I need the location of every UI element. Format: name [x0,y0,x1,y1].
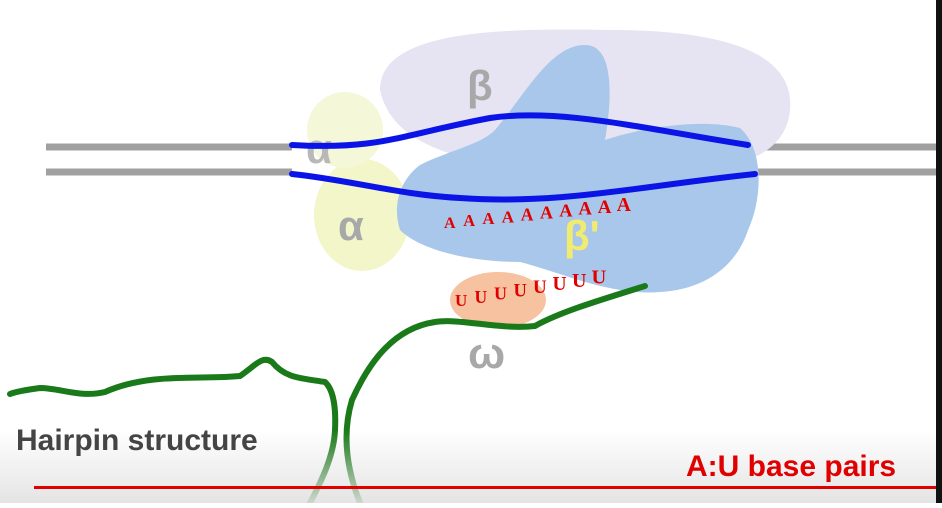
dna-template-strand [289,171,758,203]
right-edge-bar [936,0,942,503]
rna-transcript [343,283,648,506]
dna-base-letter: A [578,199,592,220]
dna-nontemplate-strand [289,112,751,149]
dna-base-letter: A [502,207,515,226]
rna-hairpin-strand [7,356,339,506]
dna-base-letter: A [444,215,456,232]
rna-base-letter: U [475,287,488,307]
bottom-shading [0,430,936,503]
rna-base-letter: U [572,270,586,292]
dna-base-letter: A [540,203,553,223]
rna-base-letter: U [455,291,467,310]
beta-prime-subunit [396,45,759,293]
caption-underline [34,486,936,489]
rna-base-letter: U [592,267,607,289]
rna-base-letter: U [533,277,547,298]
rna-base-letter: U [553,274,567,295]
hairpin-caption: Hairpin structure [16,424,258,457]
beta-prime-label: β' [564,212,600,259]
alpha-subunit-top [307,92,383,168]
dna-base-letter: A [617,195,631,216]
omega-subunit [450,272,546,328]
rna-base-letter: U [494,284,507,304]
dna-base-letter: A [463,211,475,230]
dna-base-letter: A [521,204,534,224]
base-pairs-caption: A:U base pairs [686,450,897,483]
beta-label: β [467,62,493,109]
alpha-label-bottom: α [338,202,364,249]
rna-base-letter: U [514,281,527,301]
dna-base-letter: A [559,201,573,221]
dna-base-letter: A [482,209,494,228]
omega-label: ω [468,329,505,378]
dna-base-letter: A [598,197,612,218]
